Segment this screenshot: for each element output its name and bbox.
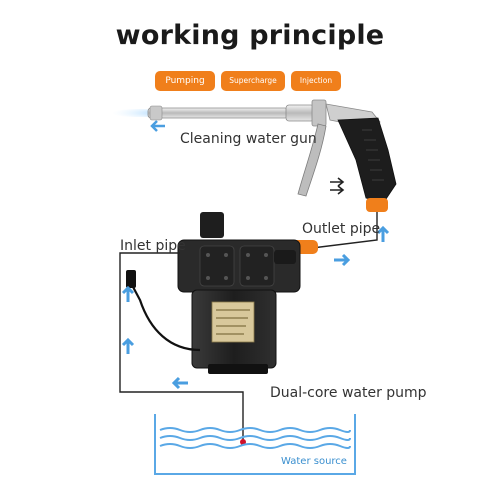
- step-pumping-badge: Pumping: [155, 71, 215, 91]
- step-supercharge-badge: Supercharge: [221, 71, 285, 91]
- pump-label: Dual-core water pump: [270, 385, 427, 401]
- page-title: working principle: [115, 20, 385, 51]
- water-tank: [154, 414, 356, 475]
- background-band-top: [0, 0, 500, 62]
- water-source-label: Water source: [281, 456, 347, 467]
- outlet-pipe-label: Outlet pipe: [302, 221, 381, 237]
- process-steps: Pumping Supercharge Injection: [155, 71, 341, 91]
- inlet-pipe: [119, 252, 246, 445]
- gun-label: Cleaning water gun: [180, 131, 317, 147]
- water-pump: [126, 212, 301, 374]
- outlet-flow-arrows: [334, 225, 390, 267]
- gun-flow-arrows: [150, 120, 345, 195]
- step-injection-badge: Injection: [291, 71, 341, 91]
- inlet-flow-arrows: [121, 285, 188, 390]
- spray-gun: [147, 99, 397, 212]
- inlet-pipe-label: Inlet pipe: [120, 238, 186, 254]
